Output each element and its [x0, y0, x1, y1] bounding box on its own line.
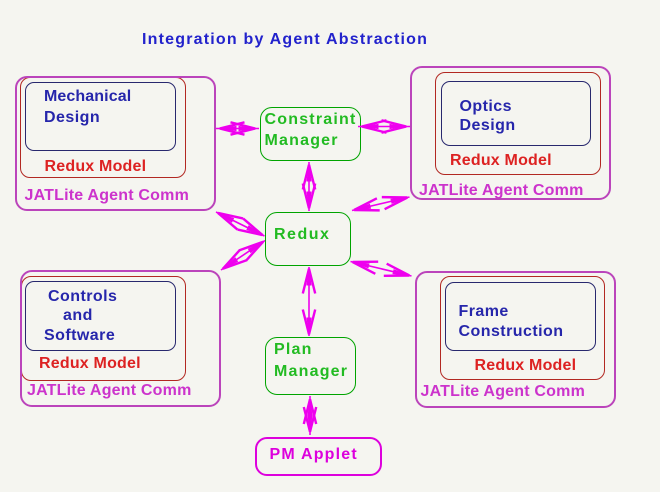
jatlite-comm-box-optics — [410, 66, 611, 200]
plan-manager-label-line: Plan — [274, 341, 313, 358]
module-box-optics-design — [441, 81, 591, 146]
module-label-line: Software — [44, 327, 116, 344]
pm-applet-box — [255, 437, 382, 476]
redux-model-label: Redux Model — [450, 152, 552, 169]
constraint-manager-box — [260, 107, 361, 161]
redux-model-label: Redux Model — [474, 356, 577, 374]
redux-model-box-frame — [440, 276, 605, 380]
connector-redux-controls-software — [220, 239, 266, 271]
connector-redux-plan-manager — [301, 267, 317, 336]
module-label-line: Frame — [458, 302, 509, 320]
module-box-frame-construction — [445, 282, 596, 351]
jatlite-comm-box-controls — [20, 270, 221, 407]
connector-constraint-manager-optics-design — [358, 119, 410, 134]
connector-mechanical-design-redux — [215, 211, 265, 237]
module-label-line: Controls — [48, 287, 118, 305]
module-label-line: Optics — [459, 97, 512, 115]
redux-model-label: Redux Model — [39, 355, 141, 372]
jatlite-comm-label: JATLite Agent Comm — [24, 187, 189, 204]
jatlite-comm-label: JATLite Agent Comm — [420, 382, 585, 400]
connector-redux-frame-construction — [350, 260, 412, 277]
jatlite-comm-label: JATLite Agent Comm — [27, 382, 192, 399]
connector-constraint-manager-redux — [301, 162, 317, 211]
module-label-line: and — [63, 307, 93, 324]
constraint-manager-label-line: Manager — [264, 132, 339, 149]
module-box-mechanical-design — [25, 82, 176, 151]
module-label-line: Mechanical — [44, 88, 132, 105]
constraint-manager-label-line: Constraint — [264, 110, 357, 128]
redux-model-box-optics — [435, 72, 601, 175]
jatlite-comm-box-frame — [415, 271, 616, 408]
pm-applet-label: PM Applet — [269, 446, 358, 463]
plan-manager-box — [265, 337, 356, 395]
module-label-line: Design — [44, 109, 101, 126]
diagram-title: Integration by Agent Abstraction — [142, 31, 429, 48]
redux-box — [265, 212, 351, 266]
plan-manager-label-line: Manager — [274, 362, 349, 380]
redux-model-label: Redux Model — [44, 158, 147, 175]
module-label-line: Design — [459, 117, 516, 134]
connector-plan-manager-pm-applet — [302, 396, 318, 435]
redux-label: Redux — [274, 226, 331, 243]
jatlite-comm-label: JATLite Agent Comm — [419, 182, 584, 199]
jatlite-comm-box-mechanical — [15, 76, 216, 211]
connector-mechanical-design-constraint-manager — [216, 121, 259, 136]
module-label-line: Construction — [458, 322, 564, 340]
module-box-controls-software — [25, 281, 176, 351]
connector-redux-optics-design — [351, 195, 410, 212]
